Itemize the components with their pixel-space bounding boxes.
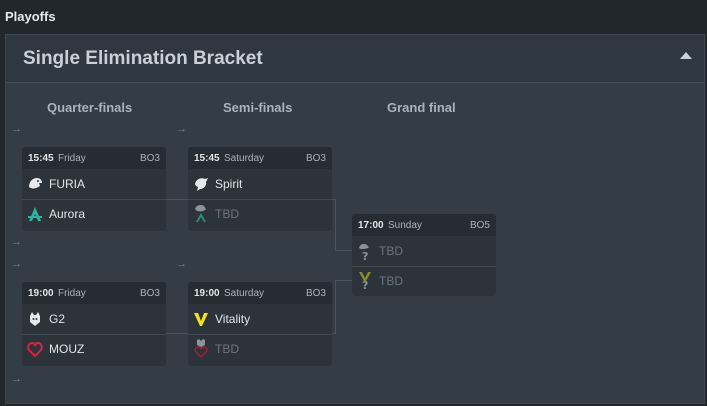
match-card-sf2[interactable]: 19:00 Saturday BO3 Vitality TBD — [188, 282, 332, 366]
spirit-dragon-icon — [195, 178, 208, 191]
round-title-grand-final: Grand final — [387, 100, 456, 115]
match-time: 17:00 — [358, 220, 384, 231]
match-card-qf1[interactable]: 15:45 Friday BO3 FURIA Aurora — [22, 147, 166, 231]
question-mark-icon: ? — [359, 244, 369, 263]
team-name: FURIA — [49, 177, 85, 191]
bracket-title: Single Elimination Bracket — [23, 48, 263, 69]
bracket-connector — [335, 250, 352, 251]
match-time: 19:00 — [28, 288, 54, 299]
arrow-icon: → — [176, 258, 187, 270]
match-card-grand-final[interactable]: 17:00 Sunday BO5 ? TBD ? TBD — [352, 214, 496, 296]
match-day: Friday — [58, 153, 86, 164]
bracket-connector — [335, 280, 352, 281]
divider — [22, 199, 166, 200]
team-row-tbd[interactable]: ? TBD — [352, 236, 496, 266]
bracket-connector — [335, 199, 336, 251]
match-format: BO3 — [305, 288, 326, 299]
match-card-qf2[interactable]: 19:00 Friday BO3 G2 MOUZ — [22, 282, 166, 366]
team-name: TBD — [379, 244, 403, 258]
match-format: BO3 — [139, 288, 160, 299]
match-day: Friday — [58, 288, 86, 299]
match-format: BO3 — [139, 153, 160, 164]
match-time: 19:00 — [194, 288, 220, 299]
match-time: 15:45 — [28, 153, 54, 164]
arrow-icon: → — [11, 123, 22, 135]
match-header: 15:45 Friday BO3 — [22, 147, 166, 169]
team-name: TBD — [215, 207, 239, 221]
tbd-logo-icon — [194, 339, 208, 359]
aurora-logo-icon — [28, 207, 42, 221]
team-name: TBD — [379, 274, 403, 288]
team-row-tbd[interactable]: TBD — [188, 334, 332, 364]
match-header: 19:00 Friday BO3 — [22, 282, 166, 304]
team-row-spirit[interactable]: Spirit — [188, 169, 332, 199]
team-row-tbd[interactable]: TBD — [188, 199, 332, 229]
furia-panther-icon — [29, 178, 42, 189]
team-row-aurora[interactable]: Aurora — [22, 199, 166, 229]
question-mark-icon: ? — [359, 272, 371, 292]
arrow-icon: → — [11, 373, 22, 385]
svg-text:?: ? — [362, 250, 368, 263]
team-row-furia[interactable]: FURIA — [22, 169, 166, 199]
match-day: Sunday — [388, 220, 422, 231]
divider — [188, 199, 332, 200]
match-time: 15:45 — [194, 153, 220, 164]
match-day: Saturday — [224, 153, 265, 164]
svg-text:?: ? — [362, 279, 368, 292]
match-format: BO5 — [469, 220, 490, 231]
match-header: 17:00 Sunday BO5 — [352, 214, 496, 236]
arrow-icon: → — [11, 236, 22, 248]
arrow-icon: → — [176, 123, 187, 135]
tbd-logo-icon — [195, 205, 206, 222]
divider — [188, 334, 332, 335]
round-title-semi-finals: Semi-finals — [223, 100, 293, 115]
collapse-caret-icon[interactable] — [680, 52, 692, 59]
mouz-logo-icon — [27, 341, 43, 358]
bracket-header[interactable]: Single Elimination Bracket — [6, 35, 704, 83]
team-row-vitality[interactable]: Vitality — [188, 304, 332, 334]
team-name: Vitality — [215, 312, 251, 326]
team-row-tbd[interactable]: ? TBD — [352, 266, 496, 296]
team-row-g2[interactable]: G2 — [22, 304, 166, 334]
team-row-mouz[interactable]: MOUZ — [22, 334, 166, 364]
section-title: Playoffs — [5, 9, 56, 24]
match-header: 19:00 Saturday BO3 — [188, 282, 332, 304]
vitality-bee-icon — [194, 313, 208, 326]
team-name: Spirit — [215, 177, 243, 191]
match-format: BO3 — [305, 153, 326, 164]
team-name: TBD — [215, 342, 239, 356]
divider — [22, 334, 166, 335]
round-title-quarter-finals: Quarter-finals — [47, 100, 133, 115]
team-name: Aurora — [49, 207, 86, 221]
g2-logo-icon — [30, 312, 40, 326]
match-day: Saturday — [224, 288, 265, 299]
top-bar: Playoffs — [0, 0, 707, 34]
match-header: 15:45 Saturday BO3 — [188, 147, 332, 169]
arrow-icon: → — [11, 258, 22, 270]
bracket-connector — [335, 280, 336, 334]
divider — [352, 266, 496, 267]
team-name: G2 — [49, 312, 66, 326]
team-name: MOUZ — [49, 342, 85, 356]
match-card-sf1[interactable]: 15:45 Saturday BO3 Spirit TBD — [188, 147, 332, 231]
